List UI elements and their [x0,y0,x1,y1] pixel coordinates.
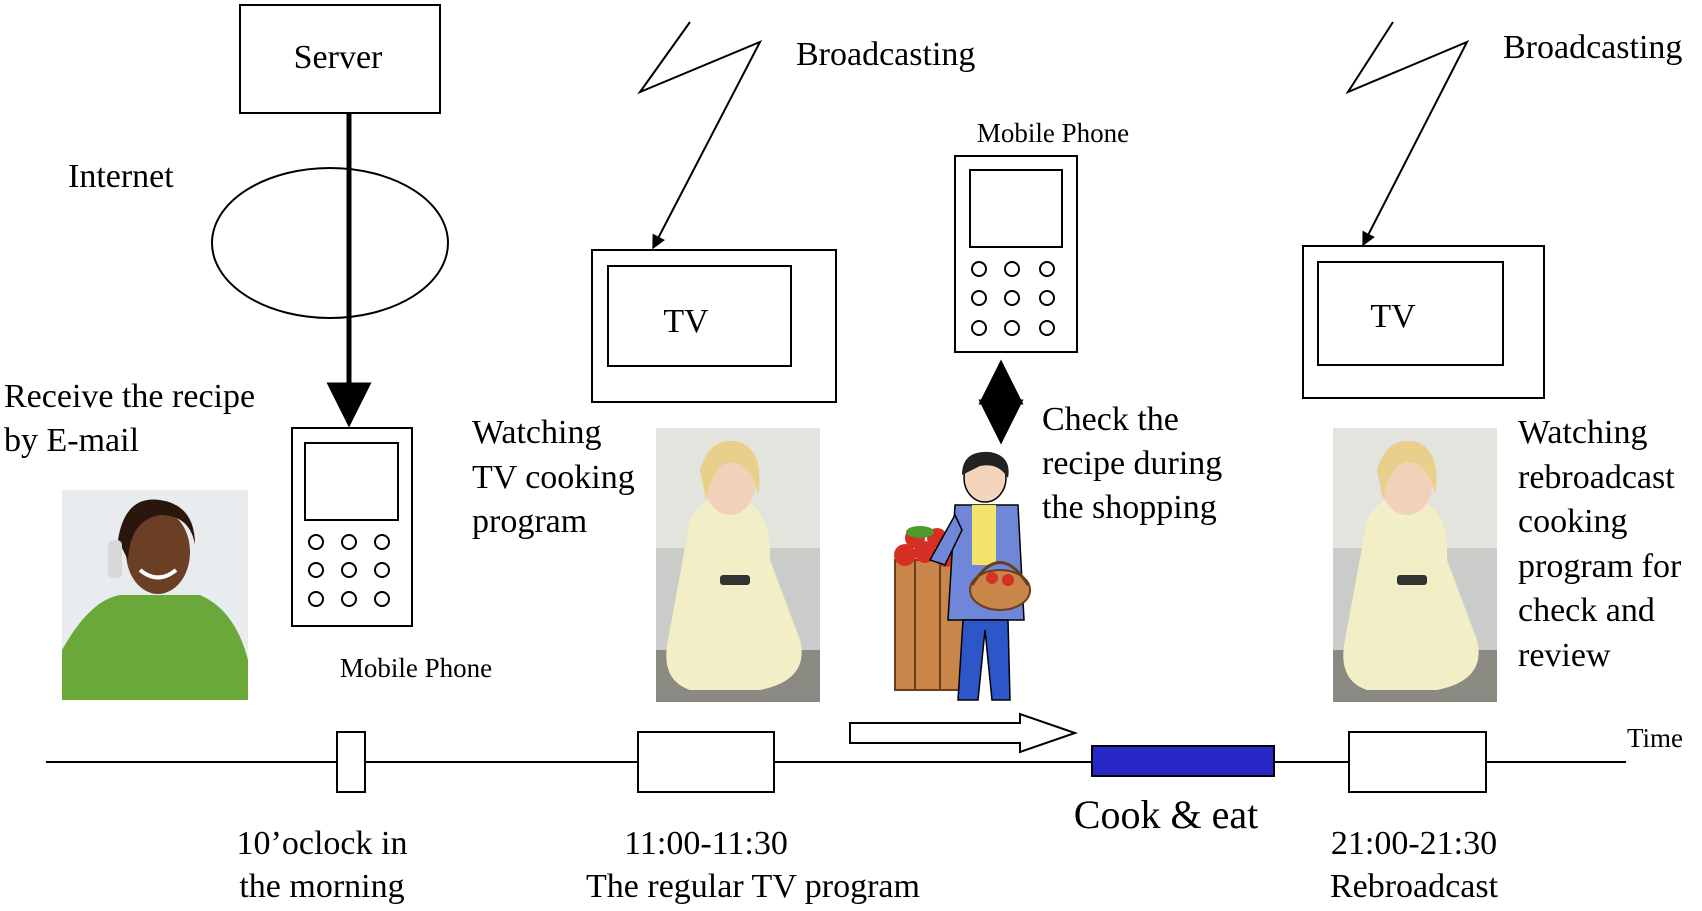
cook-eat-label: Cook & eat [1074,792,1258,837]
tv-screen [607,265,792,367]
broadcasting-left-label: Broadcasting [796,36,975,73]
review-line-5: check and [1518,592,1655,629]
shopper-clipart [894,451,1031,701]
mobile-phone-bottom-label: Mobile Phone [340,653,492,683]
broadcast-signal-right [1345,21,1470,247]
internet-ellipse [211,167,449,319]
tv-left: TV [591,249,837,403]
mobile-phone-left: Mobile Phone [291,427,492,683]
shopper-arm [928,513,963,566]
phone-keypad [308,534,390,607]
review-line-4: program for [1518,548,1682,585]
server-label: Server [294,39,383,76]
phone-in-hand [108,540,122,578]
shopper-shirt [972,505,996,565]
check-line-3: the shopping [1042,489,1217,526]
tv-right-label: TV [1370,298,1416,335]
server-box [239,4,441,114]
tv-right: TV [1302,245,1545,399]
time-1-line-2: the morning [239,868,404,905]
timeline-slot-morning [336,731,366,793]
basket [969,569,1031,611]
girl-hair [1377,440,1437,500]
review-line-3: cooking [1518,503,1628,540]
time-label: Time [1627,723,1683,753]
receive-line-2: by E-mail [4,422,139,459]
tv-screen [1317,261,1504,366]
timeline-slot-regular-program [637,731,775,793]
dress [666,496,802,690]
woman-on-phone-image [62,490,248,700]
phone-keypad [971,261,1055,336]
girl-watching-tv-image-left [656,428,820,702]
mobile-phone-top-label: Mobile Phone [977,118,1129,148]
progression-arrow [849,712,1079,754]
broadcast-signal-left [637,21,763,250]
green-sweater [62,595,248,700]
timeline-slot-cook-eat [1091,745,1275,777]
leaves [906,526,934,538]
time-3-line-1: 21:00-21:30 [1331,825,1497,862]
server-node: Server [239,4,441,114]
basket-handle [970,561,1030,586]
time-2-line-2: The regular TV program [586,868,920,905]
review-line-6: review [1518,637,1611,674]
review-line-2: rebroadcast [1518,459,1675,496]
girl-hair [700,440,760,500]
smile [138,568,178,580]
internet-label: Internet [68,158,174,195]
review-line-1: Watching [1518,414,1647,451]
receive-line-1: Receive the recipe [4,378,255,415]
broadcasting-right-label: Broadcasting [1503,29,1682,66]
watching-line-2: TV cooking [472,459,635,496]
dress [1343,496,1479,690]
shopper-hair [962,451,1009,478]
time-3-line-2: Rebroadcast [1330,868,1499,905]
shopper-pants [957,619,1011,701]
time-2-line-1: 11:00-11:30 [624,825,788,862]
hair [118,499,195,560]
check-line-2: recipe during [1042,445,1222,482]
time-1-line-1: 10’oclock in [237,825,408,862]
check-line-1: Check the [1042,401,1179,438]
watching-line-3: program [472,503,587,540]
phone-screen [304,442,399,521]
phone-screen [969,169,1063,248]
timeline-slot-rebroadcast [1348,731,1487,793]
girl-watching-tv-image-right [1333,428,1497,702]
mobile-phone-center [954,155,1078,353]
remote-control [720,575,750,585]
internet-cloud: Internet [68,158,449,319]
watching-line-1: Watching [472,414,601,451]
remote-control [1397,575,1427,585]
tv-left-label: TV [663,303,709,340]
